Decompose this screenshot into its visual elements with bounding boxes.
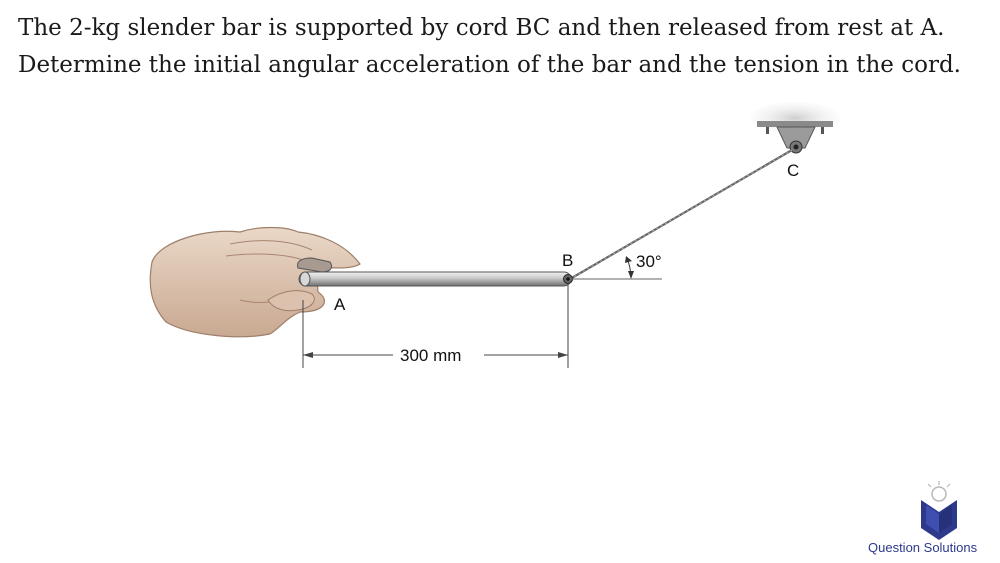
problem-line-2: Determine the initial angular accelerati…	[18, 52, 961, 78]
dimension-label: 300 mm	[400, 346, 461, 365]
ceiling-support	[750, 102, 840, 154]
label-b: B	[562, 251, 573, 270]
dimension-line	[302, 285, 569, 368]
angle-label: 30°	[636, 252, 662, 271]
slender-bar	[298, 271, 572, 287]
brand-name: Question Solutions	[868, 540, 978, 555]
label-c: C	[787, 161, 799, 180]
label-a: A	[334, 295, 346, 314]
book-lightbulb-icon	[921, 481, 957, 540]
problem-line-1: The 2-kg slender bar is supported by cor…	[18, 15, 945, 41]
problem-statement: The 2-kg slender bar is supported by cor…	[18, 10, 988, 84]
angle-marker	[572, 256, 662, 280]
pin-b	[563, 274, 573, 284]
cord-bc	[569, 149, 793, 280]
